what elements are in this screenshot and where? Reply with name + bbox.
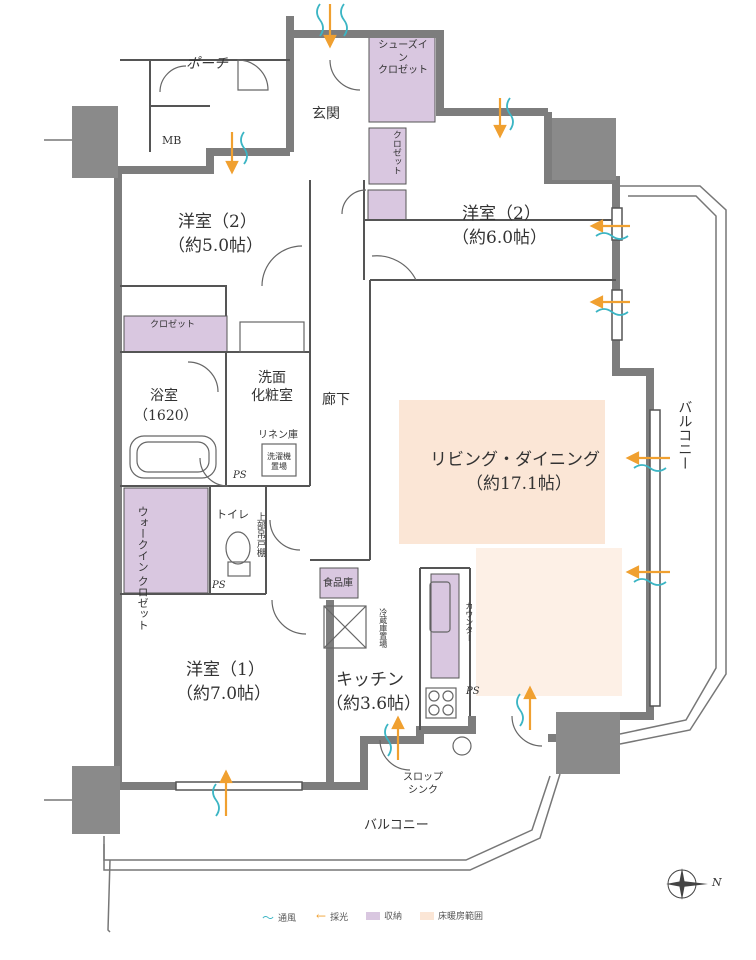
wind-marks bbox=[212, 3, 667, 817]
legend-floorheat-label: 床暖房範囲 bbox=[438, 912, 484, 922]
legend-light-label: 採光 bbox=[330, 912, 349, 923]
kitchen-name: キッチン bbox=[336, 670, 404, 690]
columns bbox=[72, 106, 620, 834]
western2-right-name: 洋室（2） bbox=[462, 204, 541, 224]
bath-size: （1620） bbox=[134, 408, 198, 424]
floor-heating-area-dining bbox=[476, 548, 622, 696]
ps-toilet-label: PS bbox=[212, 580, 226, 591]
storage-areas bbox=[123, 35, 460, 679]
closet-entrance-label: クロゼット bbox=[390, 130, 401, 175]
western1-area: （約7.0帖） bbox=[176, 684, 272, 704]
door-swings bbox=[159, 59, 543, 771]
slop-sink-label: スロップ シンク bbox=[403, 772, 443, 796]
legend-wind: 〜 通風 bbox=[262, 909, 296, 926]
washer-label: 洗濯機 置場 bbox=[267, 452, 291, 471]
compass-label: N bbox=[712, 876, 722, 889]
pantry-label: 食品庫 bbox=[323, 578, 353, 589]
compass-icon bbox=[666, 868, 708, 900]
legend-light: ← 採光 bbox=[316, 909, 348, 923]
corridor-label: 廊下 bbox=[322, 392, 350, 408]
bath-name: 浴室 bbox=[150, 388, 178, 404]
western2-left-name: 洋室（2） bbox=[178, 212, 257, 232]
fixtures bbox=[129, 321, 472, 756]
walk-in-closet-label: ウォークイン クロゼット bbox=[136, 506, 150, 631]
fridge-label: 冷蔵庫置場 bbox=[378, 608, 388, 648]
legend-storage-label: 収納 bbox=[384, 912, 403, 922]
ps-bath-label: PS bbox=[233, 470, 247, 481]
living-area: （約17.1帖） bbox=[466, 474, 572, 494]
shoes-closet-label: シューズイン クロゼット bbox=[378, 40, 428, 76]
legend-wind-label: 通風 bbox=[278, 914, 297, 924]
western1-name: 洋室（1） bbox=[186, 660, 265, 680]
legend-floorheat: 床暖房範囲 bbox=[420, 909, 483, 922]
western2-left-area: （約5.0帖） bbox=[168, 236, 264, 256]
balcony-south-label: バルコニー bbox=[364, 818, 429, 833]
wind-icon: 〜 bbox=[262, 911, 275, 925]
counter-label: カウンター bbox=[464, 602, 474, 642]
porch-label: ポーチ bbox=[186, 56, 228, 72]
ps-kitchen-label: PS bbox=[466, 686, 480, 697]
floor-heating-area-living bbox=[399, 400, 605, 544]
entrance-label: 玄関 bbox=[312, 106, 340, 122]
washroom-label: 洗面 化粧室 bbox=[251, 370, 293, 404]
light-arrows bbox=[219, 4, 670, 816]
balcony-outline bbox=[44, 139, 727, 933]
mb-label: MB bbox=[162, 134, 182, 147]
storage-swatch bbox=[366, 911, 380, 920]
toilet-label: トイレ bbox=[216, 508, 249, 521]
balcony-east-label: バルコニー bbox=[676, 400, 693, 470]
linen-label: リネン庫 bbox=[258, 430, 298, 441]
kitchen-area: （約3.6帖） bbox=[326, 694, 422, 714]
light-arrow-icon: ← bbox=[316, 909, 327, 923]
western2-right-area: （約6.0帖） bbox=[452, 228, 548, 248]
upper-shelf-label: 上部吊戸棚 bbox=[254, 512, 265, 557]
living-name: リビング・ダイニング bbox=[430, 450, 600, 470]
legend-storage: 収納 bbox=[366, 909, 402, 922]
floorheat-swatch bbox=[420, 911, 434, 920]
closet-wr2-label: クロゼット bbox=[150, 320, 196, 330]
